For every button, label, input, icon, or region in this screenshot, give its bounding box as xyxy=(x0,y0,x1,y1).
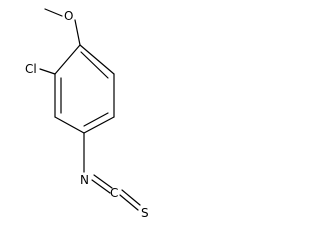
bond-oxygen-ring xyxy=(74,19,81,46)
atom-label-chlorine: Cl xyxy=(25,62,37,76)
bond-ring-double-top xyxy=(80,51,109,79)
atom-label-sulfur: S xyxy=(141,206,149,220)
bond-ring-c6-c1 xyxy=(79,44,115,75)
atom-label-nitrogen: N xyxy=(80,173,89,187)
bond-ring-c4-c5 xyxy=(83,116,115,134)
bond-ring-double-bottom xyxy=(83,112,109,127)
bond-carbon-sulfur-a xyxy=(119,194,139,211)
bond-carbon-sulfur-b xyxy=(121,189,141,206)
chemical-structure-diagram: O Cl N C S xyxy=(25,8,149,220)
bond-nitrogen-carbon-a xyxy=(91,179,111,194)
bond-methyl-oxygen xyxy=(44,8,63,17)
atom-label-oxygen: O xyxy=(64,9,73,23)
bond-ring-chlorine xyxy=(39,68,56,75)
structure-canvas: O Cl N C S xyxy=(0,0,160,231)
bond-ring-c1-c2 xyxy=(54,44,81,75)
atom-label-carbon: C xyxy=(110,186,118,200)
bond-nitrogen-carbon-b xyxy=(93,174,113,189)
bond-ring-c3-c4 xyxy=(54,116,85,134)
